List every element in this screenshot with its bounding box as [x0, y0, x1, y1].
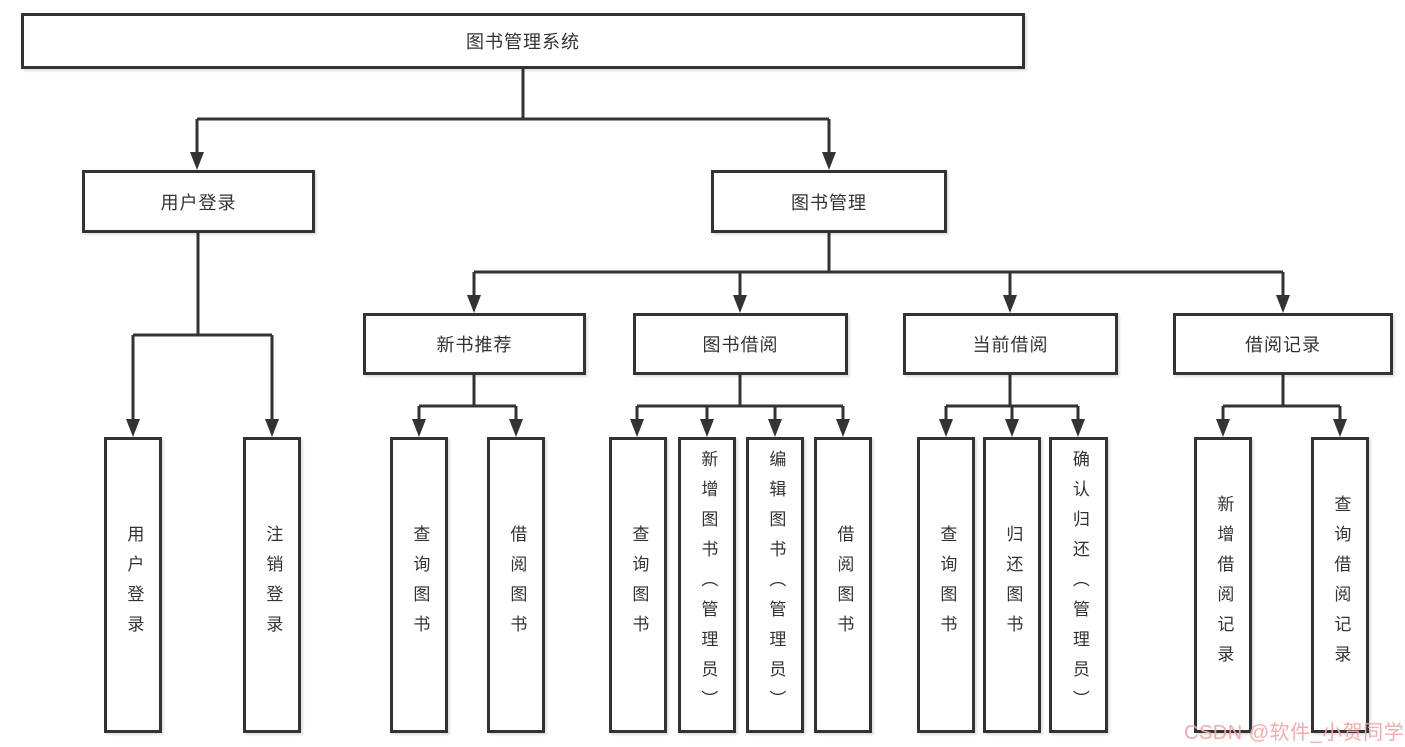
leaf-add-borrow-record: 新增借阅记录 [1194, 437, 1252, 733]
tree-edges [131, 69, 1342, 420]
leaf-return-books: 归还图书 [983, 437, 1041, 733]
leaf-label: 确认归还（管理员） [1069, 450, 1089, 720]
leaf-label: 查询图书 [629, 525, 649, 645]
leaf-label: 查询借阅记录 [1331, 495, 1351, 675]
leaf-label: 查询图书 [410, 525, 430, 645]
csdn-watermark: CSDN @软件_小贺同学 [1184, 722, 1405, 744]
leaf-label: 查询图书 [937, 525, 957, 645]
node-current-borrow: 当前借阅 [903, 313, 1118, 375]
node-user-login: 用户登录 [82, 170, 315, 233]
node-label: 新书推荐 [436, 335, 513, 355]
leaf-label: 新增图书（管理员） [698, 450, 718, 720]
node-root-library-system: 图书管理系统 [21, 13, 1025, 69]
arrowheads [126, 152, 1347, 437]
leaf-query-borrow-record: 查询借阅记录 [1311, 437, 1369, 733]
node-new-book-recommend: 新书推荐 [363, 313, 586, 375]
leaf-label: 编辑图书（管理员） [766, 450, 786, 720]
leaf-edit-books-admin: 编辑图书（管理员） [746, 437, 804, 733]
node-book-borrow: 图书借阅 [633, 313, 848, 375]
node-label: 图书借阅 [702, 335, 779, 355]
node-label: 图书管理 [791, 192, 867, 213]
leaf-user-login: 用户登录 [104, 437, 162, 733]
leaf-label: 新增借阅记录 [1214, 495, 1234, 675]
node-label: 借阅记录 [1245, 335, 1321, 355]
node-label: 图书管理系统 [466, 32, 580, 52]
node-label: 当前借阅 [972, 335, 1049, 355]
leaf-borrow-books-recommend: 借阅图书 [487, 437, 545, 733]
leaf-query-books-recommend: 查询图书 [390, 437, 448, 733]
node-book-management: 图书管理 [711, 170, 947, 233]
leaf-label: 注销登录 [263, 525, 283, 645]
leaf-label: 借阅图书 [507, 525, 527, 645]
node-borrow-records: 借阅记录 [1173, 313, 1393, 375]
leaf-logout: 注销登录 [243, 437, 301, 733]
node-label: 用户登录 [160, 192, 237, 213]
leaf-confirm-return-admin: 确认归还（管理员） [1049, 437, 1108, 733]
leaf-borrow-books: 借阅图书 [814, 437, 872, 733]
leaf-query-books-borrow: 查询图书 [609, 437, 667, 733]
leaf-query-books-current: 查询图书 [917, 437, 975, 733]
leaf-label: 归还图书 [1003, 525, 1023, 645]
leaf-label: 借阅图书 [834, 525, 854, 645]
leaf-label: 用户登录 [124, 525, 144, 645]
leaf-add-books-admin: 新增图书（管理员） [678, 437, 736, 733]
